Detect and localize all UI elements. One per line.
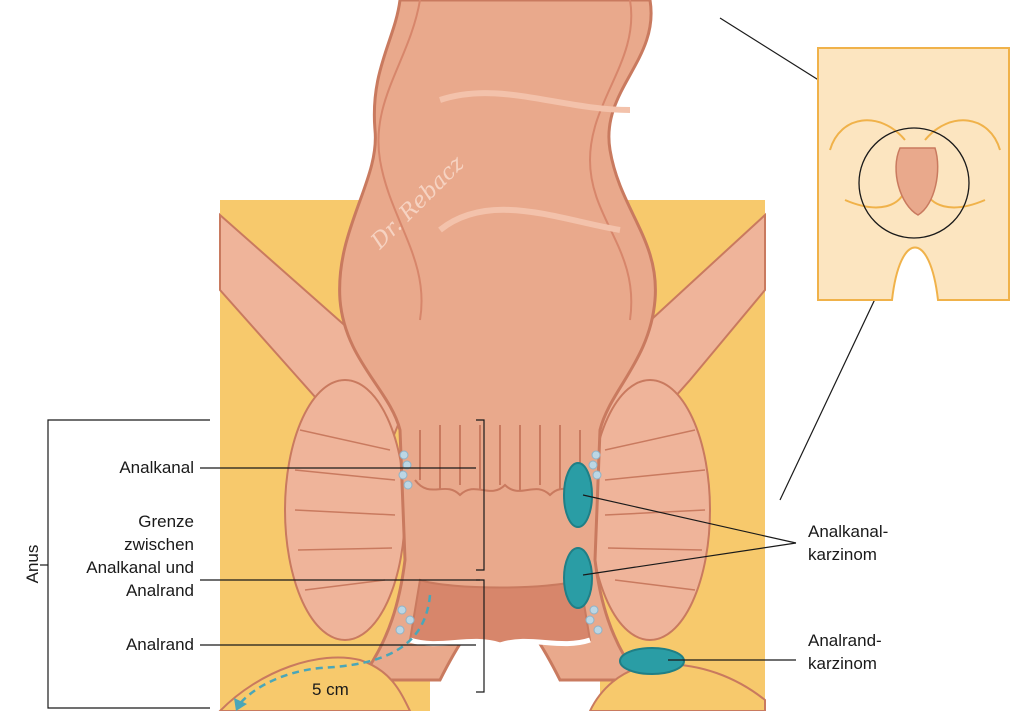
inset-body-diagram bbox=[818, 48, 1009, 300]
label-distance: 5 cm bbox=[312, 678, 349, 701]
label-analkanal-karzinom-line-1: Analkanal- bbox=[808, 520, 888, 543]
label-analkanal: Analkanal bbox=[80, 456, 194, 479]
label-grenze: Grenze zwischen Analkanal und Analrand bbox=[40, 510, 194, 602]
label-analrand-karzinom: Analrand- karzinom bbox=[808, 629, 882, 675]
analkanal-tumor-lower bbox=[564, 548, 592, 608]
label-grenze-line-4: Analrand bbox=[40, 579, 194, 602]
label-analrand-karzinom-line-1: Analrand- bbox=[808, 629, 882, 652]
label-grenze-line-3: Analkanal und bbox=[40, 556, 194, 579]
label-analkanal-karzinom-line-2: karzinom bbox=[808, 543, 888, 566]
label-grenze-line-2: zwischen bbox=[40, 533, 194, 556]
label-analkanal-karzinom: Analkanal- karzinom bbox=[808, 520, 888, 566]
label-analrand-karzinom-line-2: karzinom bbox=[808, 652, 882, 675]
anal-columns bbox=[415, 425, 585, 495]
anal-opening bbox=[410, 580, 590, 645]
label-analrand: Analrand bbox=[80, 633, 194, 656]
label-grenze-line-1: Grenze bbox=[40, 510, 194, 533]
analkanal-tumor-upper bbox=[564, 463, 592, 527]
analrand-tumor bbox=[620, 648, 684, 674]
